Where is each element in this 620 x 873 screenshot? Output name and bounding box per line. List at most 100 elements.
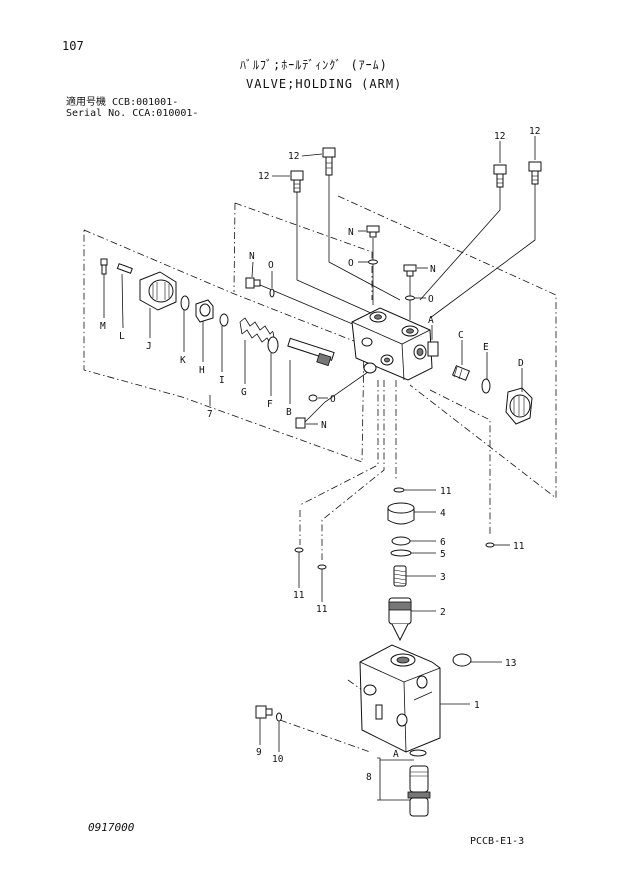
callout-11-left-a: 11: [293, 590, 305, 601]
callout-e: E: [483, 342, 489, 353]
callout-a-lower: A: [393, 749, 399, 760]
spring-3-icon: [393, 565, 407, 587]
callout-n-low: N: [321, 420, 327, 431]
callout-9: 9: [256, 747, 262, 758]
o-ring-k-icon: [180, 295, 190, 311]
o-ring-a-lower-icon: [409, 749, 427, 757]
plug-9-icon: [255, 705, 273, 719]
screw-m-icon: [100, 258, 108, 275]
plug-n-up-icon: [403, 264, 417, 277]
callout-g: G: [241, 387, 247, 398]
o-ring-11-left-icon: [294, 547, 304, 553]
callout-11-center: 11: [440, 486, 452, 497]
leader-bolt-12-right-b: [429, 182, 536, 319]
callout-4: 4: [440, 508, 446, 519]
o-ring-11-left-b-icon: [317, 564, 327, 570]
cap-4-icon: [387, 502, 415, 525]
callout-l: L: [119, 331, 125, 342]
callout-10: 10: [272, 754, 284, 765]
o-ring-10-icon: [276, 712, 282, 722]
seat-f-icon: [267, 336, 279, 354]
plug-n-top-icon: [366, 225, 380, 238]
callout-a: A: [428, 315, 434, 326]
model-applicability: 適用号機 CCB:001001-: [66, 97, 179, 108]
page-title-japanese: ﾊﾞﾙﾌﾞ;ﾎｰﾙﾃﾞｨﾝｸﾞ (ｱｰﾑ): [240, 58, 388, 72]
callout-12-middle: 12: [288, 151, 299, 162]
bolt-12-right-a-icon: [493, 164, 507, 188]
callout-12-right-a: 12: [494, 131, 505, 142]
boundary-upper-right: [337, 195, 557, 499]
callout-12-right-b: 12: [529, 126, 540, 137]
boundary-upper-left: [233, 202, 236, 293]
o-ring-13-icon: [452, 653, 472, 667]
callout-6: 6: [440, 537, 446, 548]
o-ring-o-left-icon: [269, 288, 275, 298]
poppet-2-icon: [388, 597, 412, 642]
callout-d: D: [518, 358, 524, 369]
o-ring-i-icon: [219, 313, 229, 327]
callout-13: 13: [505, 658, 516, 669]
o-ring-11-right-icon: [485, 542, 495, 548]
callout-5: 5: [440, 549, 446, 560]
poppet-b-icon: [287, 337, 335, 367]
serial-number-range: Serial No. CCA:010001-: [66, 108, 199, 119]
bolt-12-right-b-icon: [528, 161, 542, 185]
page-title: VALVE;HOLDING (ARM): [246, 77, 403, 91]
valve-body-1-icon: [359, 644, 441, 753]
plug-n-left-icon: [245, 277, 261, 289]
leader-bolt-12-left: [296, 190, 383, 319]
boundary-assembly-7: [83, 229, 365, 463]
spacer-h-icon: [195, 299, 214, 323]
callout-o-low: O: [330, 394, 336, 405]
leader-12-middle: [301, 153, 323, 157]
ring-6-icon: [391, 536, 411, 546]
callout-o-up: O: [428, 294, 434, 305]
bolt-12-left-icon: [290, 170, 304, 193]
callout-12-left: 12: [258, 171, 269, 182]
callout-3: 3: [440, 572, 446, 583]
cartridge-8-icon: [407, 765, 431, 817]
check-valve-c-icon: [451, 365, 471, 381]
leader-bolt-12-right-a: [419, 185, 501, 301]
leader-port-8: [347, 679, 363, 691]
callout-h: H: [199, 365, 205, 376]
o-ring-o-up-icon: [405, 295, 415, 301]
page-number: 107: [62, 39, 84, 53]
cap-j-icon: [139, 271, 177, 311]
callout-c: C: [458, 330, 464, 341]
leader-plug-n-left: [252, 281, 356, 326]
callout-o-top: O: [348, 258, 354, 269]
leader-n-left: [251, 261, 254, 278]
callout-o-left: O: [268, 260, 274, 271]
callout-n-top: N: [348, 227, 354, 238]
pin-l-icon: [116, 263, 133, 274]
date-code: 0917000: [88, 821, 135, 834]
leader-plug-n-low: [301, 371, 369, 426]
callout-11-right: 11: [513, 541, 525, 552]
callout-i: I: [219, 375, 225, 386]
callout-8: 8: [366, 772, 372, 783]
callout-7: 7: [207, 409, 213, 420]
bracket-8: [377, 757, 381, 801]
callout-k: K: [180, 355, 186, 366]
valve-body-upper-icon: [351, 307, 439, 381]
leader-lower-right: [429, 389, 491, 535]
bolt-12-middle-icon: [322, 147, 336, 176]
leader-bolt-12-middle: [328, 175, 401, 301]
o-ring-o-low-icon: [308, 394, 318, 402]
o-ring-o-top-icon: [368, 259, 378, 265]
callout-b: B: [286, 407, 292, 418]
callout-j: J: [146, 341, 152, 352]
callout-n-up: N: [430, 264, 436, 275]
callout-f: F: [267, 399, 273, 410]
leader-port-9: [279, 719, 371, 753]
o-ring-5-icon: [390, 549, 412, 557]
o-ring-e-icon: [481, 378, 491, 394]
plug-d-icon: [505, 387, 533, 425]
callout-m: M: [100, 321, 106, 332]
callout-2: 2: [440, 607, 446, 618]
boundary-upper: [234, 202, 373, 300]
callout-11-left-b: 11: [316, 604, 328, 615]
plug-n-low-icon: [295, 417, 306, 429]
